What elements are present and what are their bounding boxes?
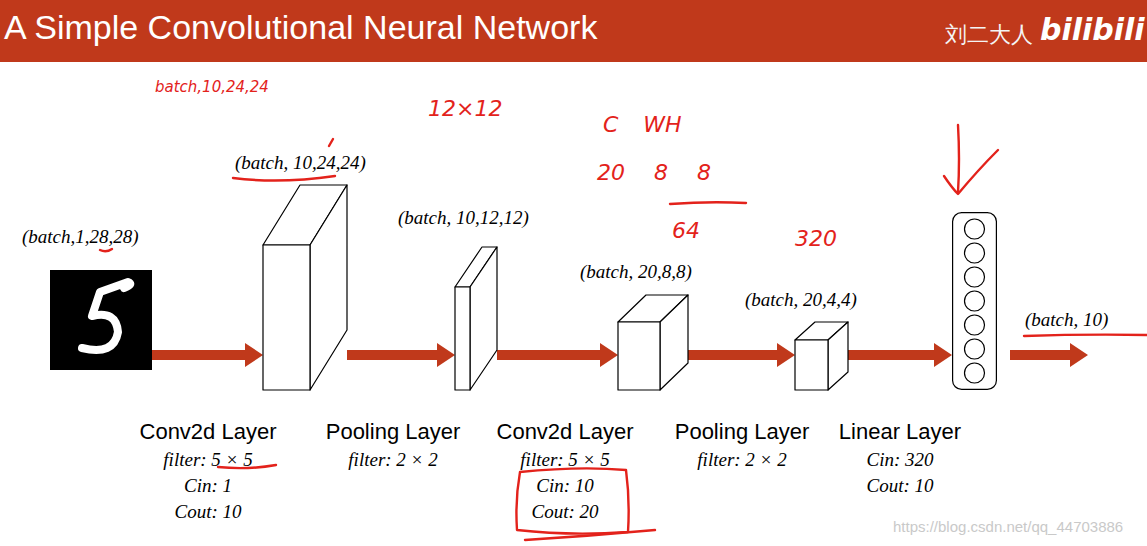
hand-underline	[100, 249, 112, 251]
hand-note: 320	[795, 226, 837, 251]
hand-note: C WH	[603, 112, 682, 137]
shape-label: (batch, 10,12,12)	[398, 207, 529, 229]
box-front-face	[455, 287, 470, 390]
hand-arrow	[958, 125, 959, 192]
diagram-title: A Simple Convolutional Neural Network	[4, 8, 597, 47]
feature-map: (batch, 20,8,8)Conv2d Layerfilter: 5 × 5…	[618, 295, 688, 390]
flow-arrow	[848, 343, 952, 367]
linear-layer: Linear LayerCin: 320Cout: 10	[952, 212, 997, 390]
layer-parameter: filter: 5 × 5	[520, 449, 609, 471]
box-side-face	[828, 322, 848, 390]
neuron-circle	[965, 339, 985, 359]
node-outline	[618, 295, 688, 390]
node-outline	[50, 270, 152, 370]
neuron-circle	[965, 243, 985, 263]
layer-parameter: filter: 2 × 2	[348, 449, 437, 471]
shape-label: (batch,1,28,28)	[22, 226, 139, 248]
hand-note: 64	[672, 218, 700, 243]
hand-underline	[233, 176, 335, 181]
feature-map: (batch, 10,12,12)Pooling Layerfilter: 2 …	[455, 247, 497, 390]
layer-parameter: Cin: 1	[184, 475, 232, 497]
node-outline	[952, 212, 997, 390]
hand-underline	[525, 530, 655, 540]
layer-parameter: Cin: 320	[866, 449, 933, 471]
layer-parameter: filter: 5 × 5	[163, 449, 252, 471]
shape-label: (batch, 10,24,24)	[235, 152, 366, 174]
linear-layer-frame	[953, 213, 997, 390]
layer-parameter: Cout: 20	[531, 501, 598, 523]
layer-name: Conv2d Layer	[140, 419, 277, 445]
digit-stroke	[82, 282, 130, 350]
hand-underline	[1024, 335, 1147, 336]
author-mark: 刘二大人	[945, 20, 1033, 50]
feature-map: (batch, 10,24,24)Conv2d Layerfilter: 5 ×…	[263, 185, 347, 390]
box-side-face	[470, 247, 497, 390]
neuron-circle	[965, 315, 985, 335]
box-front-face	[263, 245, 310, 390]
layer-name: Conv2d Layer	[497, 419, 634, 445]
digit-image	[50, 270, 152, 370]
hand-underline	[670, 202, 746, 204]
node-outline	[263, 185, 347, 390]
neuron-circle	[965, 267, 985, 287]
flow-arrow	[497, 343, 618, 367]
site-logo: bilibili	[1040, 12, 1145, 47]
flow-arrow	[152, 343, 263, 367]
box-front-face	[618, 322, 660, 390]
neuron-circle	[965, 291, 985, 311]
layer-parameter: filter: 2 × 2	[697, 449, 786, 471]
layer-parameter: Cout: 10	[174, 501, 241, 523]
node-outline	[795, 322, 848, 390]
layer-name: Pooling Layer	[326, 419, 461, 445]
layer-parameter: Cout: 10	[866, 475, 933, 497]
neuron-circle	[965, 219, 985, 239]
hand-note: 20 8 8	[597, 160, 711, 185]
box-side-face	[660, 295, 688, 390]
shape-label: (batch, 20,4,4)	[745, 289, 857, 311]
box-front-face	[795, 340, 828, 390]
node-outline	[455, 247, 497, 390]
hand-box	[516, 468, 628, 533]
box-side-face	[310, 185, 347, 390]
layer-parameter: Cin: 10	[536, 475, 594, 497]
feature-map: (batch, 20,4,4)Pooling Layerfilter: 2 × …	[795, 322, 848, 390]
layer-name: Linear Layer	[839, 419, 961, 445]
neuron-circle	[965, 363, 985, 383]
hand-note: 12×12	[428, 96, 502, 121]
flow-arrow	[347, 343, 455, 367]
flow-arrow	[688, 343, 795, 367]
output-arrow	[1010, 343, 1088, 367]
watermark: https://blog.csdn.net/qq_44703886	[893, 518, 1123, 535]
layer-name: Pooling Layer	[675, 419, 810, 445]
shape-label: (batch, 20,8,8)	[580, 261, 692, 283]
hand-tick	[329, 139, 333, 146]
output-shape: (batch, 10)	[1025, 309, 1108, 331]
hand-arrow	[944, 150, 998, 194]
input-image: (batch,1,28,28)	[50, 270, 152, 370]
hand-note: batch,10,24,24	[155, 78, 269, 96]
